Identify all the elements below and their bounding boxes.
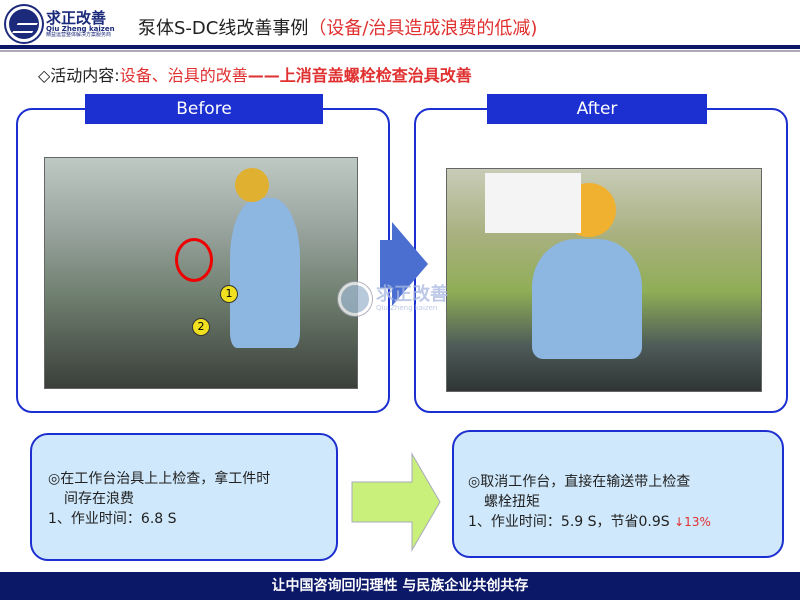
title-main: 泵体S-DC线改善事例	[138, 18, 309, 39]
watermark-cn: 求正改善	[376, 284, 448, 305]
after-desc-line2: 螺栓扭矩	[484, 494, 540, 510]
before-desc-line1: ◎在工作台治具上上检查，拿工件时	[48, 471, 271, 487]
logo-emblem-icon	[6, 6, 42, 42]
footer-slogan: 让中国咨询回归理性 与民族企业共创共存	[0, 572, 800, 600]
before-description-box: ◎在工作台治具上上检查，拿工件时 间存在浪费 1、作业时间：6.8 S	[30, 433, 338, 561]
page-title: 泵体S-DC线改善事例（设备/治具造成浪费的低减)	[138, 14, 537, 40]
after-desc-line1: ◎取消工作台，直接在输送带上检查	[468, 474, 691, 490]
before-time: 1、作业时间：6.8 S	[48, 511, 177, 527]
before-label: Before	[85, 94, 323, 124]
after-label: After	[487, 94, 707, 124]
logo: 求正改善 Qiu Zheng kaizen 精益运营整体解决方案服务商	[6, 4, 116, 44]
header-divider-thin	[0, 50, 800, 52]
after-description-box: ◎取消工作台，直接在输送带上检查 螺栓扭矩 1、作业时间：5.9 S，节省0.9…	[452, 430, 784, 558]
logo-en: Qiu Zheng kaizen	[46, 24, 115, 33]
after-photo	[446, 168, 762, 392]
logo-sub: 精益运营整体解决方案服务商	[46, 31, 112, 38]
before-desc-line2: 间存在浪费	[64, 491, 134, 507]
reduction-badge: ↓13%	[674, 515, 711, 529]
header-divider	[0, 45, 800, 49]
logo-cn: 求正改善	[46, 8, 107, 27]
watermark-emblem-icon	[338, 282, 372, 316]
improvement-arrow-icon	[351, 452, 441, 552]
activity-part2: ——上消音盖螺栓检查治具改善	[247, 66, 472, 85]
after-time: 1、作业时间：5.9 S，节省0.9S	[468, 514, 670, 530]
transition-arrow-tail	[380, 240, 394, 288]
transition-arrow-icon	[392, 222, 428, 306]
marker-1: 1	[220, 285, 238, 303]
marker-2: 2	[192, 318, 210, 336]
activity-prefix: ◇活动内容:	[38, 66, 120, 85]
watermark-en: Qiu Zheng kaizen	[376, 304, 438, 312]
activity-line: ◇活动内容:设备、治具的改善——上消音盖螺栓检查治具改善	[38, 62, 472, 86]
activity-part1: 设备、治具的改善	[119, 66, 248, 85]
highlight-circle	[175, 238, 213, 282]
title-red: （设备/治具造成浪费的低减)	[308, 18, 538, 39]
